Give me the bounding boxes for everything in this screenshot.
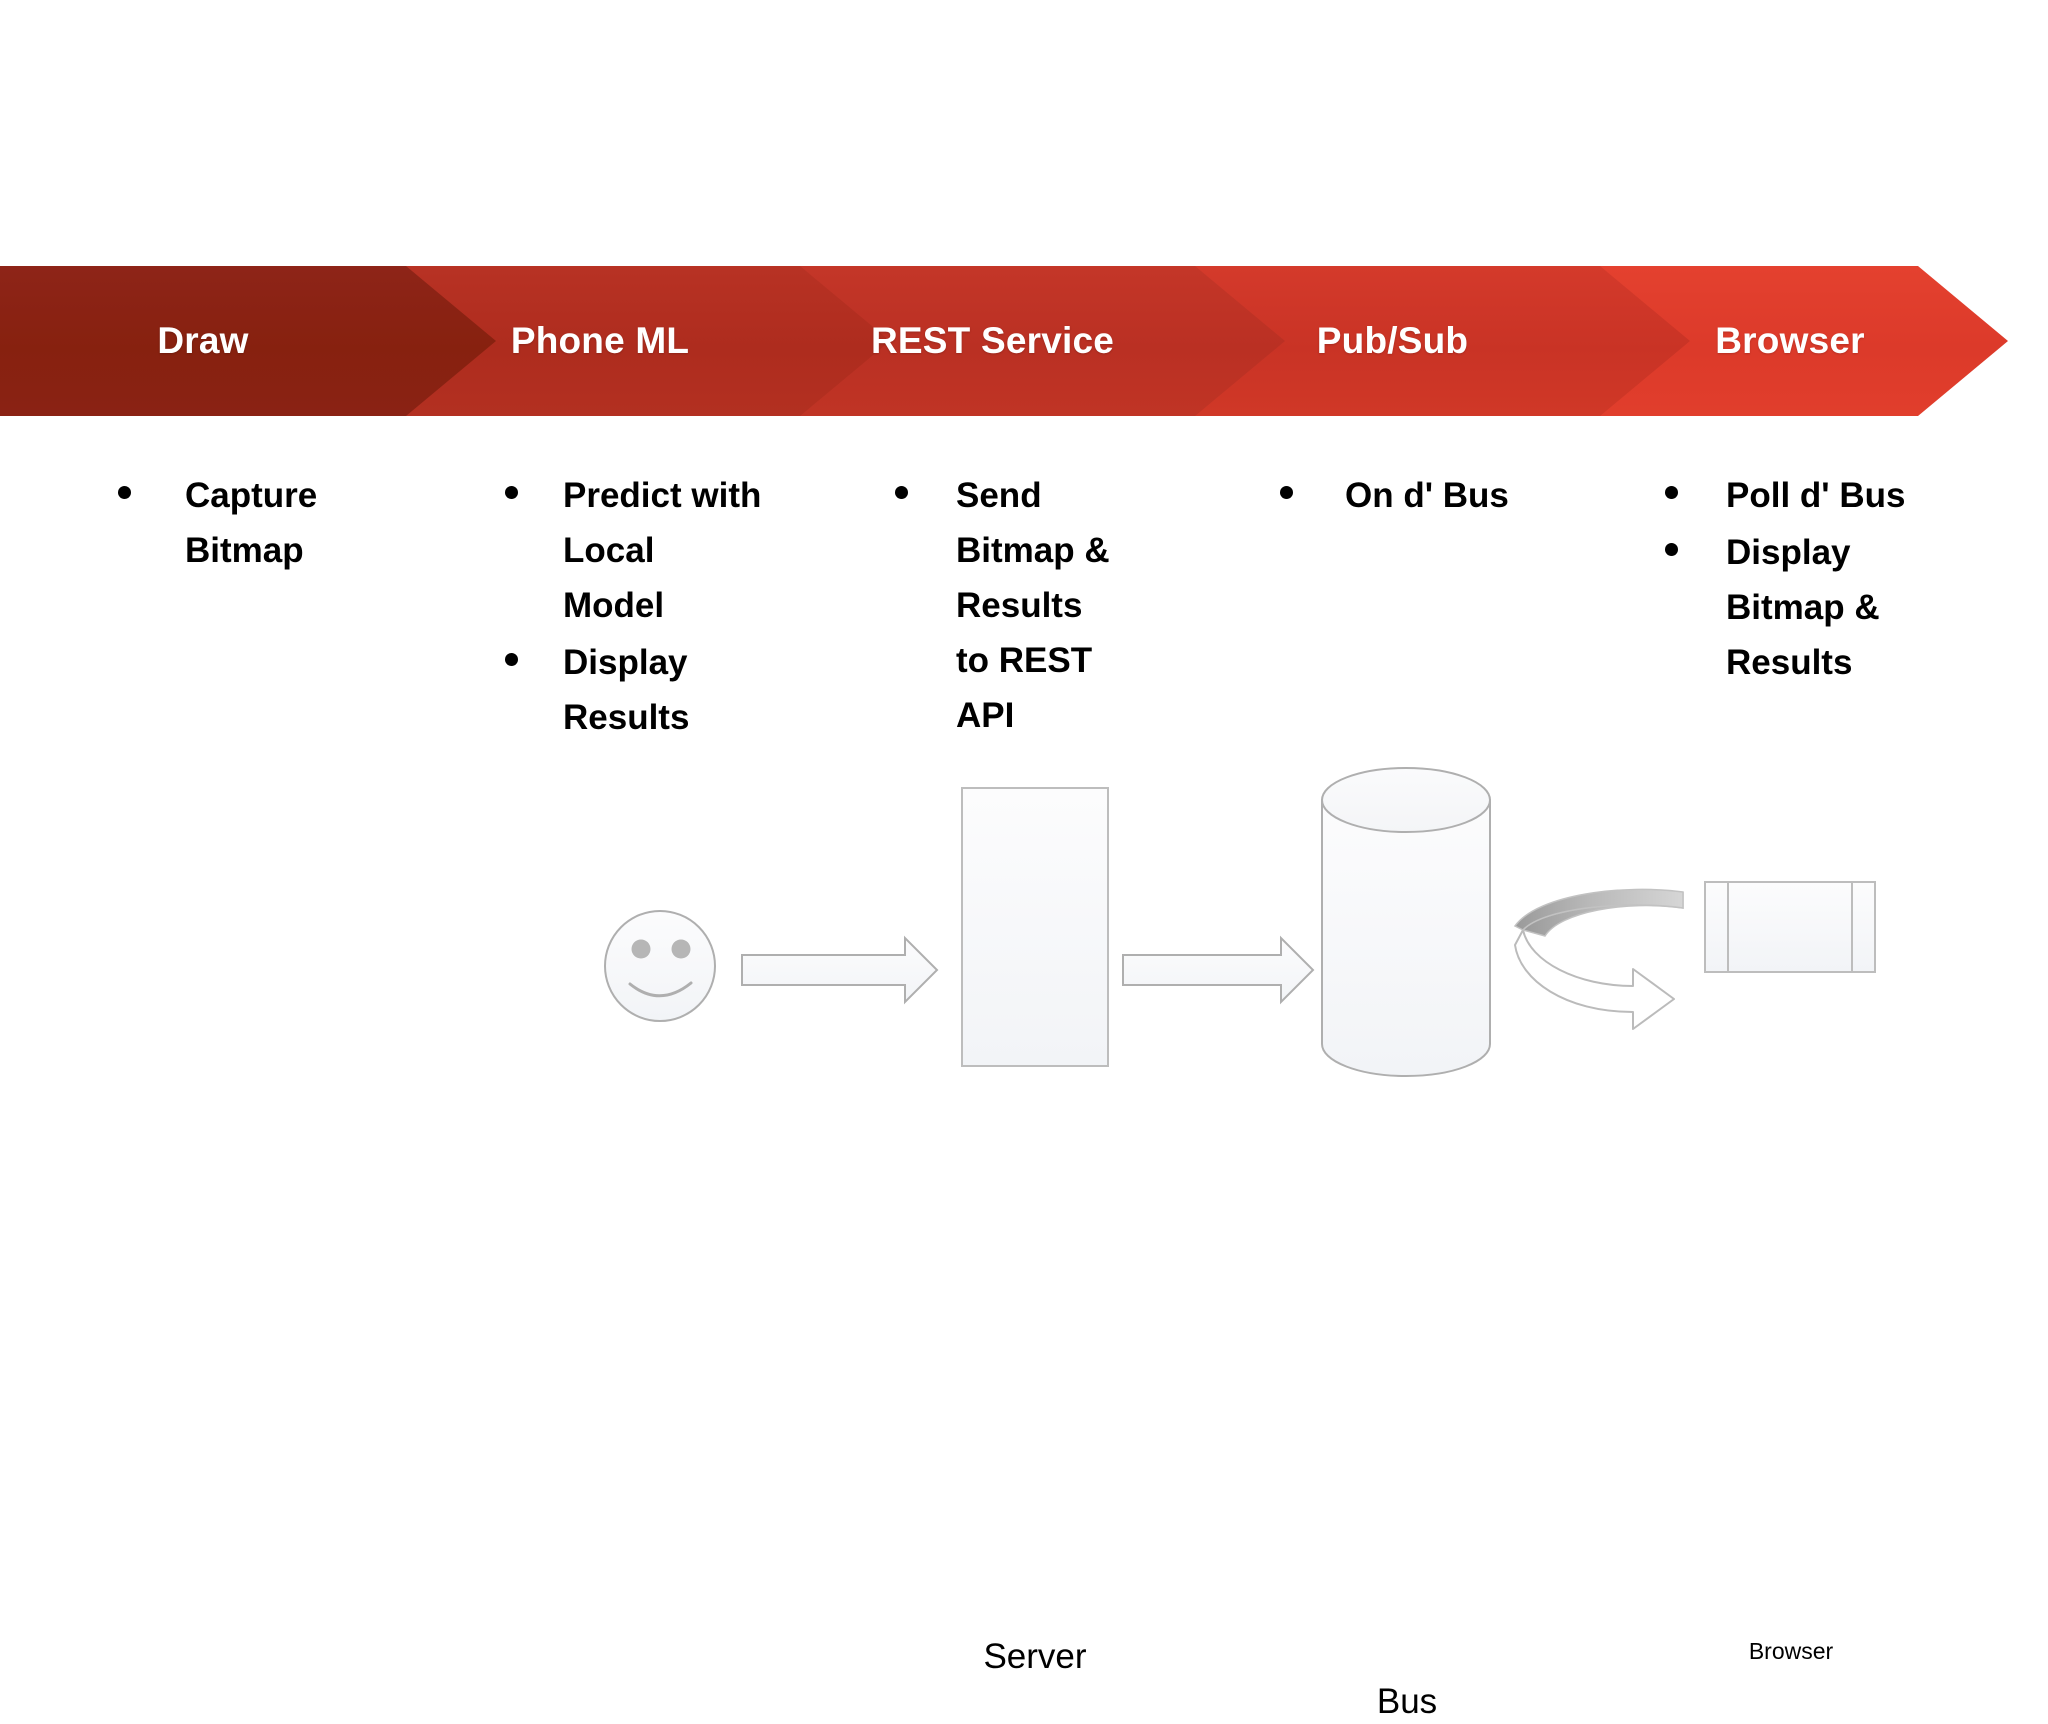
bullet-label: On d' Bus: [1345, 476, 1509, 515]
chevron-label-phone-ml: Phone ML: [510, 320, 690, 361]
server-box: [961, 787, 1109, 1067]
bullet-label: Poll d' Bus: [1726, 476, 1906, 515]
browser-box: [1704, 881, 1876, 973]
curved-arrow-right-icon: [1513, 888, 1684, 1030]
bullet-columns: Capture Bitmap Predict with Local Model …: [0, 468, 2048, 737]
bullet-dot-icon: [1280, 486, 1293, 499]
bullet-dot-icon: [505, 653, 518, 666]
bullet-dot-icon: [505, 486, 518, 499]
bus-cylinder-label: Bus: [1376, 1682, 1438, 1721]
chevron-label-browser: Browser: [1715, 320, 1865, 361]
chevron-banner-svg: [0, 266, 2008, 416]
block-arrow-right-icon-2: [1122, 935, 1315, 1005]
chevron-segment-phone-ml: [360, 266, 890, 416]
server-box-label: Server: [983, 1637, 1087, 1676]
bullet-dot-icon: [1665, 486, 1678, 499]
bullet-column-rest-service: Send Bitmap & Results to REST API: [895, 468, 1110, 745]
bullet-dot-icon: [118, 486, 131, 499]
bullet-column-pubsub: On d' Bus: [1280, 468, 1550, 525]
chevron-label-draw: Draw: [157, 320, 249, 361]
bullet-label: Send Bitmap & Results to REST API: [956, 476, 1110, 735]
list-item: Predict with Local Model: [505, 468, 765, 633]
block-arrow-right-icon-1: [741, 935, 939, 1005]
list-item: Display Bitmap & Results: [1665, 525, 1915, 690]
smiley-face-icon: [604, 910, 716, 1022]
architecture-shape-diagram: Server Bus Browser: [0, 740, 2048, 1721]
pipeline-banner: Draw Phone ML REST Service Pub/Sub Brows…: [0, 266, 2048, 416]
list-item: Display Results: [505, 635, 765, 745]
bullet-column-draw: Capture Bitmap: [118, 468, 348, 580]
bullet-label: Display Results: [563, 643, 690, 737]
chevron-segment-pubsub: [1150, 266, 1690, 416]
chevron-segment-rest-service: [750, 266, 1285, 416]
bullet-dot-icon: [895, 486, 908, 499]
bullet-dot-icon: [1665, 543, 1678, 556]
bullet-label: Predict with Local Model: [563, 476, 762, 625]
bullet-label: Capture Bitmap: [185, 476, 318, 570]
bus-cylinder: [1321, 767, 1491, 1077]
bullet-column-phone-ml: Predict with Local Model Display Results: [505, 468, 765, 747]
bullet-label: Display Bitmap & Results: [1726, 533, 1880, 682]
chevron-label-rest-service: REST Service: [870, 320, 1115, 361]
shape-diagram-svg: [604, 767, 1876, 1077]
list-item: Capture Bitmap: [118, 468, 348, 578]
chevron-label-pubsub: Pub/Sub: [1316, 320, 1469, 361]
chevron-segment-browser: [1560, 266, 2008, 416]
list-item: On d' Bus: [1280, 468, 1550, 523]
bullet-column-browser: Poll d' Bus Display Bitmap & Results: [1665, 468, 1915, 692]
list-item: Poll d' Bus: [1665, 468, 1915, 523]
chevron-segment-draw: [0, 266, 496, 416]
browser-box-label: Browser: [1748, 1637, 1834, 1664]
list-item: Send Bitmap & Results to REST API: [895, 468, 1110, 743]
